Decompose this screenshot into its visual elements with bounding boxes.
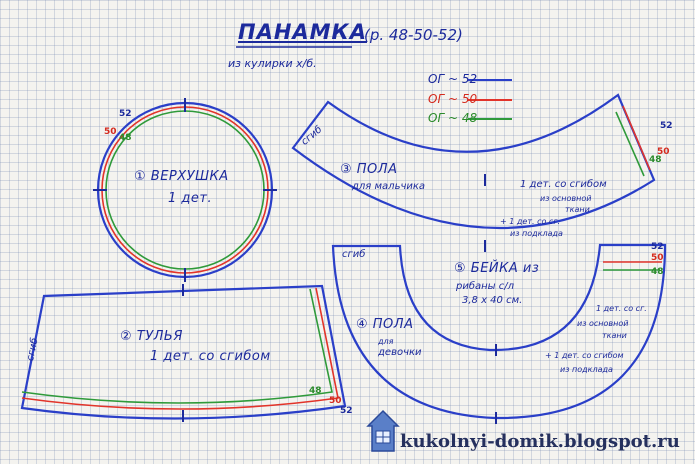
brim-girl-note-2: из основной	[577, 319, 629, 328]
band-size-50: 50	[329, 396, 342, 406]
brim-boy-size-50: 50	[657, 147, 670, 157]
blog-watermark: kukolnyi-domik.blogspot.ru	[400, 431, 680, 452]
brim-girl-title: ④ ПОЛА	[356, 317, 414, 332]
brim-boy-title: ③ ПОЛА	[340, 162, 398, 177]
page-title: ПАНАМКА	[238, 20, 367, 44]
top-size-48: 48	[119, 133, 132, 143]
brim-boy-size-48: 48	[649, 155, 662, 165]
brim-girl-note-3: ткани	[602, 331, 627, 340]
top-piece-count: 1 дет.	[168, 191, 213, 206]
binding-line-2: рибаны с/л	[456, 281, 515, 292]
legend-label-50: ОГ ~ 50	[428, 92, 478, 106]
brim-boy-note-3: ткани	[565, 205, 590, 214]
top-piece-title: ① ВЕРХУШКА	[134, 169, 229, 184]
legend-label-52: ОГ ~ 52	[428, 72, 478, 86]
brim-boy-note-4: + 1 дет. со сг.	[500, 217, 561, 226]
top-size-52: 52	[119, 109, 132, 119]
brim-girl-outline	[331, 240, 667, 424]
house-logo-icon	[366, 409, 400, 452]
brim-boy-note-1: 1 дет. со сгибом	[520, 179, 607, 190]
brim-girl-size-48: 48	[651, 267, 664, 277]
size-range: (р. 48-50-52)	[364, 26, 463, 44]
brim-girl-size-52: 52	[651, 242, 664, 252]
fabric-note: из кулирки х/б.	[228, 57, 317, 70]
brim-boy-note-5: из подклада	[510, 229, 563, 238]
band-piece-count: 1 дет. со сгибом	[150, 349, 271, 364]
brim-boy-note-2: из основной	[540, 194, 592, 203]
band-piece-title: ② ТУЛЬЯ	[120, 329, 183, 344]
brim-girl-note-1: 1 дет. со сг.	[596, 304, 647, 313]
brim-girl-subtitle-1: для	[378, 337, 394, 346]
brim-girl-note-4: + 1 дет. со сгибом	[545, 351, 624, 360]
band-size-52: 52	[340, 406, 353, 416]
brim-boy-outline	[291, 93, 656, 230]
top-piece-outline	[93, 98, 277, 282]
legend-label-48: ОГ ~ 48	[428, 111, 478, 125]
brim-girl-note-5: из подклада	[560, 365, 613, 374]
top-size-50: 50	[104, 127, 117, 137]
brim-girl-fold-label: сгиб	[342, 249, 366, 260]
band-piece-outline	[20, 284, 347, 422]
brim-boy-size-52: 52	[660, 121, 673, 131]
brim-girl-subtitle-2: девочки	[378, 347, 422, 358]
brim-girl-size-50: 50	[651, 253, 664, 263]
binding-title: ⑤ БЕЙКА из	[454, 261, 540, 276]
binding-line-3: 3,8 х 40 см.	[462, 295, 523, 306]
legend-lines	[468, 79, 512, 120]
brim-boy-subtitle: для мальчика	[352, 181, 426, 192]
band-size-48: 48	[309, 386, 322, 396]
